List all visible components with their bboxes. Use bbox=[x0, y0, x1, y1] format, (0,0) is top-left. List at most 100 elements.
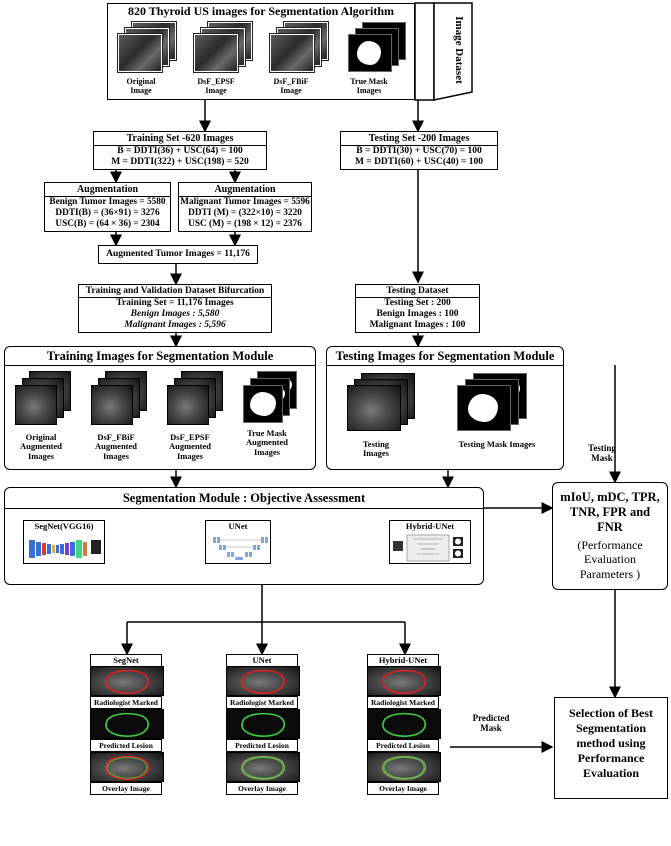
original-augmented-label: Original Augmented Images bbox=[19, 432, 63, 461]
testing-dataset-title: Testing Dataset bbox=[386, 286, 449, 296]
result-row-label: Predicted Lesion bbox=[367, 739, 439, 752]
metrics-names: mIoU, mDC, TPR, TNR, FPR and FNR bbox=[560, 490, 660, 534]
result-row-label: Radiologist Marked bbox=[226, 696, 298, 709]
benign-tumor-images: Benign Tumor Images = 5580 bbox=[49, 197, 166, 207]
lesion-contour bbox=[105, 755, 149, 780]
result-row-label: Predicted Lesion bbox=[226, 739, 298, 752]
training-set-box: Training Set -620 Images B = DDTI(36) + … bbox=[93, 131, 267, 170]
training-set-title: Training Set -620 Images bbox=[126, 133, 234, 144]
result-image bbox=[226, 666, 300, 696]
testing-set-benign: B = DDTI(30) + USC(70) = 100 bbox=[356, 146, 482, 156]
result-image bbox=[226, 709, 300, 739]
dsf-fbif-augmented-stack bbox=[91, 371, 151, 426]
augmentation-malignant-box: Augmentation Malignant Tumor Images = 55… bbox=[178, 182, 312, 232]
malignant-tumor-images: Malignant Tumor Images = 5596 bbox=[180, 197, 310, 207]
testing-mask-label: Testing Mask bbox=[588, 443, 616, 463]
true-mask-image-stack bbox=[348, 22, 408, 72]
result-image bbox=[90, 666, 164, 696]
metrics-box: mIoU, mDC, TPR, TNR, FPR and FNR (Perfor… bbox=[552, 482, 668, 590]
training-set-benign: B = DDTI(36) + USC(64) = 100 bbox=[117, 146, 243, 156]
lesion-contour bbox=[382, 669, 426, 694]
augmentation-benign-title: Augmentation bbox=[76, 184, 139, 195]
result-image bbox=[367, 666, 441, 696]
true-mask-augmented-label: True Mask Augmented Images bbox=[245, 428, 289, 457]
segnet-model-box: SegNet(VGG16) bbox=[23, 520, 105, 564]
original-augmented-stack bbox=[15, 371, 75, 426]
dsf-epsf-augmented-label: DsF_EPSF Augmented Images bbox=[168, 432, 212, 461]
image-dataset-label: Image Dataset bbox=[453, 16, 465, 84]
dsf-epsf-image-label: DsF_EPSF Image bbox=[197, 77, 235, 95]
dsf-epsf-image-stack bbox=[194, 22, 254, 72]
bifurcation-benign: Benign Images : 5,580 bbox=[130, 309, 220, 319]
dsf-fbif-image-label: DsF_FBiF Image bbox=[273, 77, 309, 95]
testing-module-box: Testing Images for Segmentation Module T… bbox=[326, 346, 564, 470]
unet-architecture-icon bbox=[213, 537, 268, 560]
predicted-contour bbox=[105, 712, 149, 737]
bifurcation-title: Training and Validation Dataset Bifurcat… bbox=[85, 286, 265, 296]
augmented-total-box: Augmented Tumor Images = 11,176 bbox=[98, 245, 258, 264]
hybrid-unet-model-box: Hybrid-UNet bbox=[389, 520, 471, 564]
testing-mask-stack bbox=[457, 373, 533, 431]
segmentation-module-title: Segmentation Module : Objective Assessme… bbox=[122, 491, 366, 505]
result-row-label: Radiologist Marked bbox=[367, 696, 439, 709]
dataset-title: 820 Thyroid US images for Segmentation A… bbox=[127, 4, 394, 18]
augmentation-benign-box: Augmentation Benign Tumor Images = 5580 … bbox=[44, 182, 171, 232]
testing-dataset-total: Testing Set : 200 bbox=[384, 298, 451, 308]
hybrid-unet-model-label: Hybrid-UNet bbox=[405, 521, 455, 531]
segnet-model-label: SegNet(VGG16) bbox=[34, 521, 94, 531]
metrics-description: (Performance Evaluation Parameters ) bbox=[577, 538, 643, 581]
original-image-stack bbox=[118, 22, 178, 72]
lesion-contour bbox=[105, 669, 149, 694]
testing-dataset-benign: Benign Images : 100 bbox=[376, 309, 459, 319]
bifurcation-training-set: Training Set = 11,176 Images bbox=[116, 298, 234, 308]
training-set-malignant: M = DDTI(322) + USC(198) = 520 bbox=[111, 157, 249, 167]
result-row-label: Overlay Image bbox=[226, 782, 298, 795]
result-row-label: Radiologist Marked bbox=[90, 696, 162, 709]
selection-text: Selection of Best Segmentation method us… bbox=[569, 706, 653, 780]
true-mask-image-label: True Mask Images bbox=[350, 77, 388, 95]
result-image bbox=[90, 709, 164, 739]
segnet-architecture-icon bbox=[29, 540, 101, 558]
lesion-contour bbox=[382, 755, 426, 780]
result-image bbox=[226, 752, 300, 782]
predicted-mask-label: Predicted Mask bbox=[472, 713, 510, 733]
true-mask-augmented-stack bbox=[243, 371, 303, 426]
testing-mask-images-label: Testing Mask Images bbox=[458, 439, 536, 449]
unet-model-box: UNet bbox=[205, 520, 271, 564]
ddti-malignant: DDTI (M) = (322×10) = 3220 bbox=[188, 208, 302, 218]
hybrid-unet-architecture-icon bbox=[393, 534, 463, 562]
bifurcation-box: Training and Validation Dataset Bifurcat… bbox=[78, 284, 272, 333]
ddti-benign: DDTI(B) = (36×91) = 3276 bbox=[55, 208, 160, 218]
testing-module-title: Testing Images for Segmentation Module bbox=[335, 349, 555, 363]
result-image bbox=[90, 752, 164, 782]
dsf-fbif-image-stack bbox=[270, 22, 330, 72]
augmented-total: Augmented Tumor Images = 11,176 bbox=[106, 249, 250, 259]
bifurcation-malignant: Malignant Images : 5,596 bbox=[124, 320, 226, 330]
training-module-title: Training Images for Segmentation Module bbox=[46, 349, 274, 363]
result-row-label: Predicted Lesion bbox=[90, 739, 162, 752]
original-image-label: Original Image bbox=[126, 77, 156, 95]
result-image bbox=[367, 709, 441, 739]
usc-malignant: USC (M) = (198 × 12) = 2376 bbox=[188, 219, 302, 229]
testing-images-stack bbox=[347, 373, 417, 431]
testing-set-malignant: M = DDTI(60) + USC(40) = 100 bbox=[354, 157, 484, 167]
dataset-box: 820 Thyroid US images for Segmentation A… bbox=[107, 3, 415, 100]
testing-set-title: Testing Set -200 Images bbox=[368, 133, 470, 144]
testing-dataset-box: Testing Dataset Testing Set : 200 Benign… bbox=[355, 284, 480, 333]
lesion-contour bbox=[241, 669, 285, 694]
augmentation-malignant-title: Augmentation bbox=[214, 184, 276, 195]
selection-box: Selection of Best Segmentation method us… bbox=[554, 697, 668, 799]
image-dataset-tab bbox=[414, 2, 473, 101]
testing-set-box: Testing Set -200 Images B = DDTI(30) + U… bbox=[340, 131, 498, 170]
testing-dataset-malignant: Malignant Images : 100 bbox=[369, 320, 466, 330]
result-image bbox=[367, 752, 441, 782]
predicted-contour bbox=[382, 712, 426, 737]
result-row-label: Overlay Image bbox=[90, 782, 162, 795]
segmentation-module-box: Segmentation Module : Objective Assessme… bbox=[4, 487, 484, 585]
lesion-contour bbox=[241, 755, 285, 780]
result-row-label: Overlay Image bbox=[367, 782, 439, 795]
